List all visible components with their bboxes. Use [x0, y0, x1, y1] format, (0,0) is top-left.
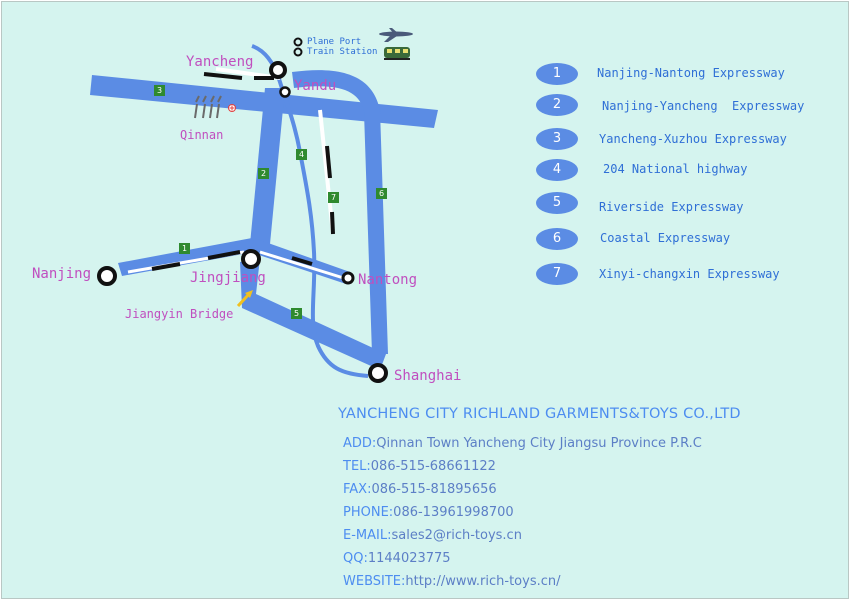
- road-nanjing-yancheng: [250, 88, 285, 244]
- city-label-qinnan: Qinnan: [180, 128, 224, 142]
- shanghai-marker: [368, 363, 388, 383]
- plane-port-label: Plane Port: [307, 37, 362, 47]
- nanjing-marker: [97, 266, 117, 286]
- legend-label-6: Coastal Expressway: [600, 231, 731, 245]
- info-qq: QQ:1144023775: [343, 551, 451, 566]
- city-label-shanghai: Shanghai: [394, 368, 462, 384]
- info-website: WEBSITE:http://www.rich-toys.cn/: [343, 574, 561, 589]
- road-204-national: [251, 44, 369, 378]
- legend-badge-2: 2: [536, 94, 578, 116]
- info-email: E-MAIL:sales2@rich-toys.cn: [343, 528, 522, 543]
- info-fax: FAX:086-515-81895656: [343, 482, 497, 497]
- info-key: PHONE:: [343, 505, 394, 520]
- email-link[interactable]: sales2@rich-toys.cn: [391, 528, 522, 543]
- legend-badge-6: 6: [536, 228, 578, 250]
- legend-badge-7: 7: [536, 263, 578, 285]
- website-link[interactable]: http://www.rich-toys.cn/: [405, 574, 561, 589]
- company-name: YANCHENG CITY RICHLAND GARMENTS&TOYS CO.…: [338, 406, 741, 422]
- legend-badge-1: 1: [536, 63, 578, 85]
- info-value: 1144023775: [367, 551, 451, 566]
- info-value: 086-515-81895656: [371, 482, 497, 497]
- legend-label-4: 204 National highway: [603, 162, 748, 176]
- jiangyin-bridge-label: Jiangyin Bridge: [125, 307, 234, 321]
- road-coastal: [292, 70, 388, 354]
- info-value: 086-13961998700: [393, 505, 514, 520]
- city-label-yancheng: Yancheng: [186, 54, 254, 70]
- info-key: QQ:: [343, 551, 368, 566]
- bridge-arrow: [236, 292, 251, 308]
- train-station-label: Train Station: [307, 47, 378, 57]
- city-label-nantong: Nantong: [358, 272, 418, 288]
- info-value: 086-515-68661122: [370, 459, 496, 474]
- info-key: TEL:: [343, 459, 371, 474]
- legend-badge-5: 5: [536, 192, 578, 214]
- plane-port-marker: [293, 37, 303, 47]
- info-address: ADD:Qinnan Town Yancheng City Jiangsu Pr…: [343, 436, 702, 451]
- route-marker-7: 7: [328, 192, 339, 203]
- yandu-marker: [279, 86, 291, 98]
- info-value: Qinnan Town Yancheng City Jiangsu Provin…: [376, 436, 702, 451]
- yancheng-marker: [269, 61, 287, 79]
- qinnan-landmark-icon: [194, 95, 222, 119]
- legend-label-2: Nanjing-Yancheng Expressway: [602, 99, 805, 113]
- legend-badge-4: 4: [536, 159, 578, 181]
- red-cross-icon: [228, 104, 236, 112]
- route-marker-5: 5: [291, 308, 302, 319]
- route-marker-2: 2: [258, 168, 269, 179]
- route-marker-6: 6: [376, 188, 387, 199]
- city-label-nanjing: Nanjing: [32, 266, 92, 282]
- info-key: E-MAIL:: [343, 528, 392, 543]
- info-phone: PHONE:086-13961998700: [343, 505, 514, 520]
- info-key: ADD:: [343, 436, 377, 451]
- airplane-icon: [379, 28, 413, 42]
- info-tel: TEL:086-515-68661122: [343, 459, 496, 474]
- info-key: WEBSITE:: [343, 574, 406, 589]
- legend-label-3: Yancheng-Xuzhou Expressway: [599, 132, 787, 146]
- info-key: FAX:: [343, 482, 372, 497]
- legend-badge-3: 3: [536, 128, 578, 150]
- legend-label-1: Nanjing-Nantong Expressway: [597, 66, 785, 80]
- route-marker-3: 3: [154, 85, 165, 96]
- city-label-jingjiang: Jingjiang: [190, 270, 266, 286]
- jingjiang-marker: [241, 249, 261, 269]
- train-station-marker: [293, 47, 303, 57]
- road-riverside: [240, 258, 386, 370]
- nantong-marker: [341, 271, 355, 285]
- route-marker-4: 4: [296, 149, 307, 160]
- city-label-yandu: Yandu: [294, 78, 337, 94]
- legend-label-7: Xinyi-changxin Expressway: [599, 267, 780, 281]
- route-marker-1: 1: [179, 243, 190, 254]
- legend-label-5: Riverside Expressway: [599, 200, 744, 214]
- train-icon: [384, 47, 410, 60]
